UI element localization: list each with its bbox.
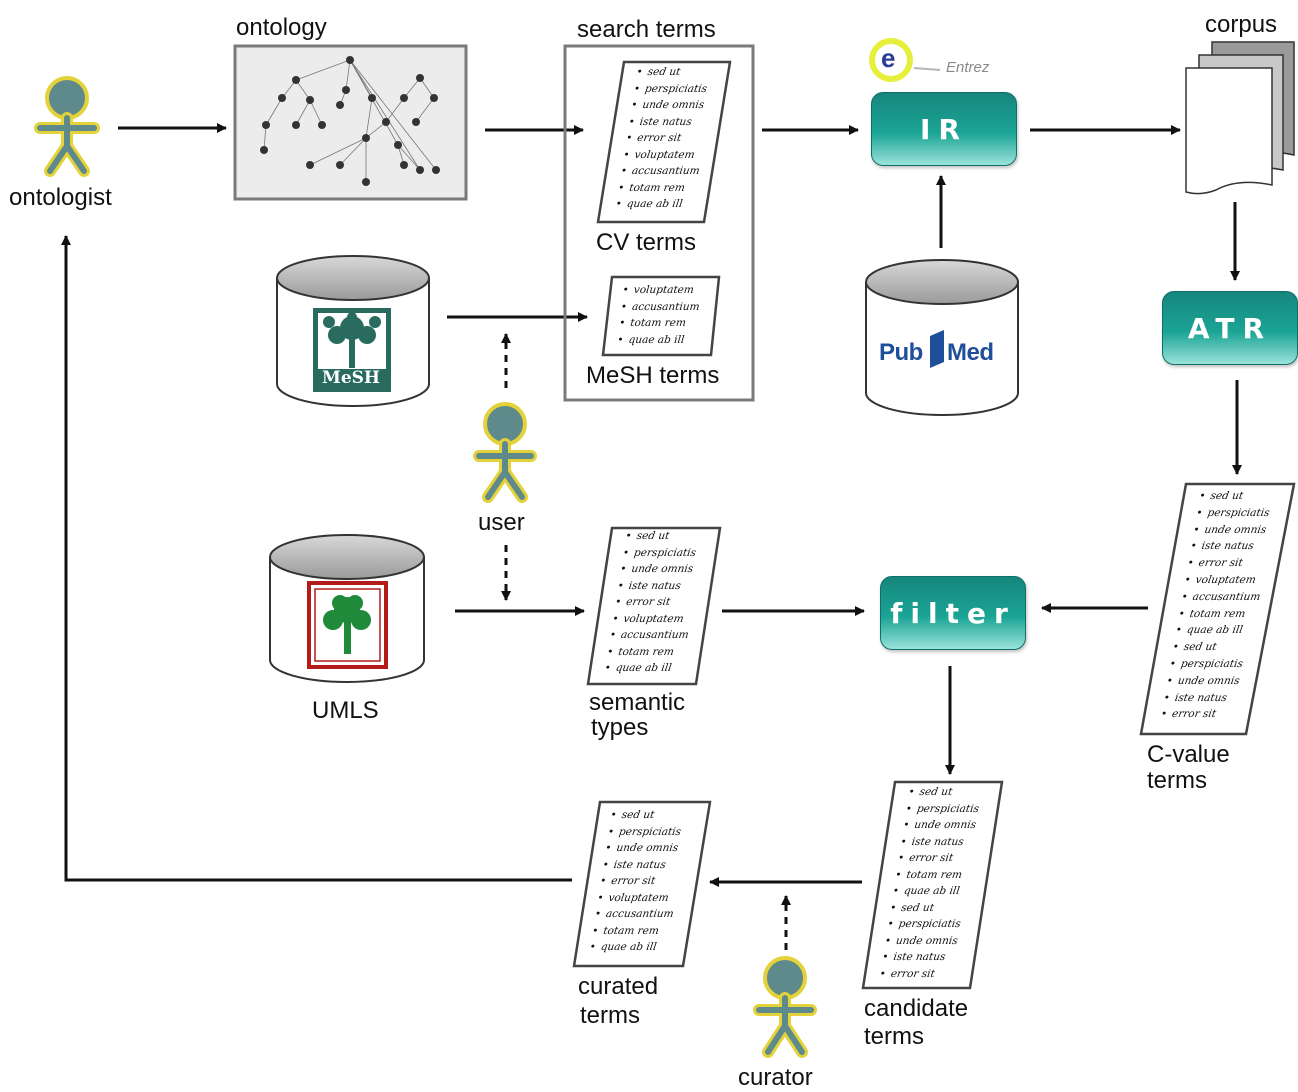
term-item: sed ut [624,528,705,545]
pubmed-book-icon [930,330,944,368]
term-item: error sit [1186,555,1268,572]
term-item: sed ut [889,900,965,917]
term-item: accusantium [619,163,700,180]
term-item: sed ut [1171,639,1253,656]
term-item: voluptatem [596,890,677,907]
term-item: error sit [1159,706,1241,723]
term-item: unde omnis [902,817,978,834]
c-value-label-line2: terms [1147,767,1207,794]
term-item: iste natus [899,834,975,851]
mesh-terms-label: MeSH terms [586,362,720,389]
curator-icon [753,956,817,1058]
term-item: perspiciatis [1195,505,1277,522]
term-item: totam rem [618,315,698,332]
term-item: error sit [897,850,973,867]
term-item: unde omnis [619,561,700,578]
term-item: sed ut [635,64,716,81]
semantic-types-label-line2: types [591,714,649,741]
semantic-types-label-line1: semantic [589,689,686,716]
term-item: iste natus [601,857,682,874]
term-item: perspiciatis [904,801,980,818]
term-item: accusantium [608,627,689,644]
umls-label: UMLS [312,697,379,724]
term-item: unde omnis [630,97,711,114]
term-item: totam rem [1177,606,1259,623]
user-label: user [478,509,525,536]
term-item: totam rem [606,644,687,661]
cv-terms-label: CV terms [596,229,697,256]
term-item: quae ab ill [614,196,695,213]
term-item: iste natus [627,114,708,131]
term-item: error sit [625,130,706,147]
candidate-label-line1: candidate [864,995,969,1022]
term-item: voluptatem [1183,572,1265,589]
term-item: sed ut [907,784,983,801]
term-item: unde omnis [884,933,960,950]
term-item: error sit [599,873,680,890]
curated-label-line2: terms [580,1002,640,1029]
curator-label: curator [738,1064,813,1091]
term-item: perspiciatis [607,824,688,841]
ontology-box [233,44,468,201]
ontologist-label: ontologist [9,184,112,211]
arrow-curated-to-ontologist [61,235,572,882]
term-item: iste natus [881,949,957,966]
candidate-label-line2: terms [864,1023,924,1050]
term-item: perspiciatis [622,545,703,562]
term-item: perspiciatis [633,81,714,98]
term-item: quae ab ill [1174,622,1256,639]
term-item: error sit [614,594,695,611]
ontology-graph [233,44,468,201]
term-item: accusantium [1180,589,1262,606]
pubmed-cylinder [865,259,1019,416]
term-item: unde omnis [1165,673,1247,690]
search-terms-title: search terms [577,16,716,43]
term-item: quae ab ill [891,883,967,900]
term-item: perspiciatis [1168,656,1250,673]
term-item: totam rem [617,180,698,197]
term-item: iste natus [1162,690,1244,707]
pubmed-logo-pub: Pub [879,339,923,366]
term-item: voluptatem [622,282,702,299]
c-value-label-line1: C-value [1147,741,1230,768]
term-item: quae ab ill [588,939,669,956]
mesh-cylinder [276,255,430,407]
term-item: iste natus [1189,538,1271,555]
term-item: sed ut [1198,488,1280,505]
mesh-logo-text: MeSH [322,368,380,388]
entrez-logo-letter: e [881,43,896,73]
term-item: perspiciatis [886,916,962,933]
term-item: voluptatem [622,147,703,164]
corpus-documents [1185,41,1295,195]
search-terms-box [563,44,755,402]
ir-process-box: IR [871,92,1017,166]
atr-process-box: ATR [1162,291,1298,365]
entrez-logo [869,38,941,82]
arrows [61,123,1242,950]
term-item: quae ab ill [617,332,697,349]
term-item: voluptatem [611,611,692,628]
term-item: unde omnis [604,840,685,857]
term-item: quae ab ill [603,660,684,677]
user-icon [473,402,537,503]
term-item: iste natus [616,578,697,595]
term-item: unde omnis [1192,522,1274,539]
term-item: totam rem [591,923,672,940]
term-item: accusantium [620,299,700,316]
ontology-title: ontology [236,14,327,41]
corpus-title: corpus [1205,11,1278,38]
umls-cylinder [269,534,425,683]
pubmed-logo-med: Med [947,339,994,366]
term-item: error sit [878,966,954,983]
term-item: sed ut [609,807,690,824]
curated-label-line1: curated [578,973,659,1000]
term-item: totam rem [894,867,970,884]
filter-process-box: filter [880,576,1026,650]
entrez-logo-text: Entrez [946,59,990,76]
ontologist-icon [34,76,100,177]
term-item: accusantium [593,906,674,923]
